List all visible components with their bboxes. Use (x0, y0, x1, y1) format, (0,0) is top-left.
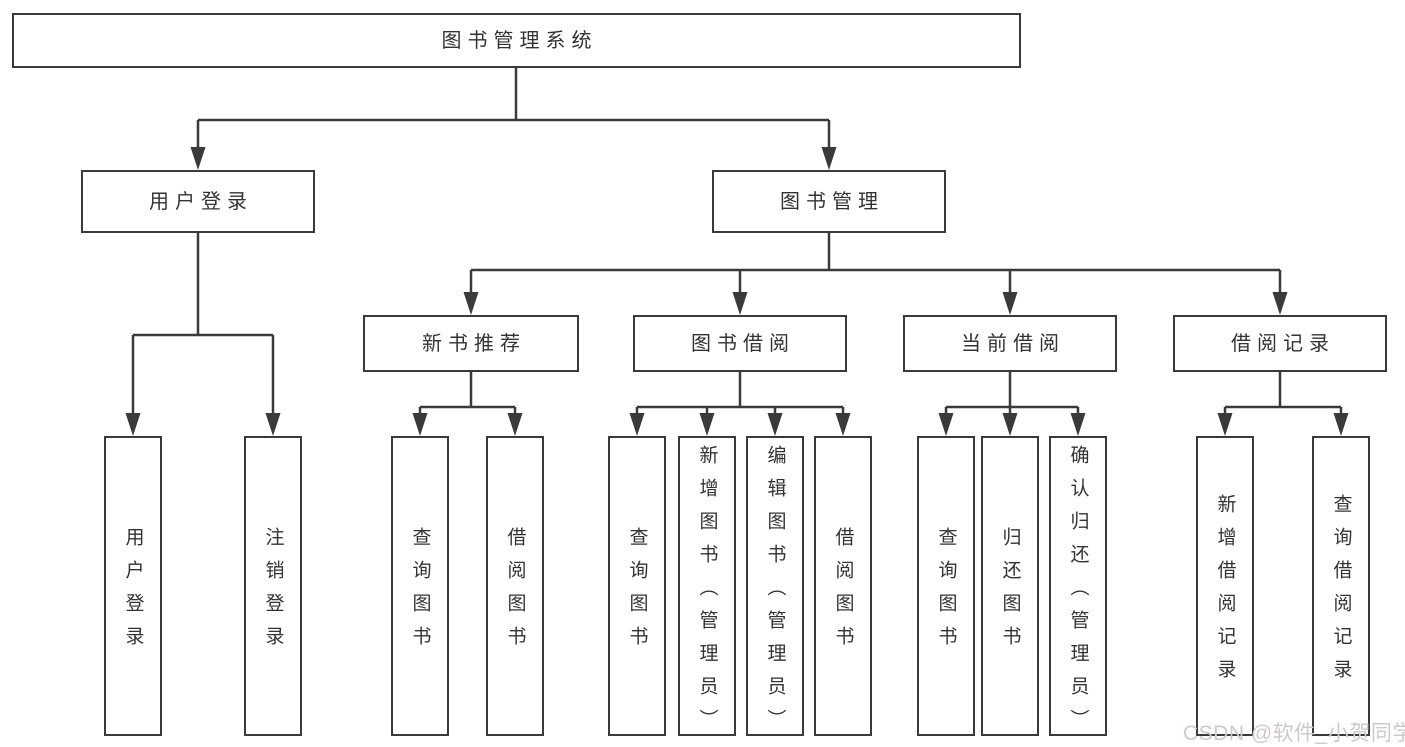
node-label: 图书管理系统 (441, 29, 598, 52)
watermark: CSDN @软件_小贺同学 (1183, 722, 1405, 745)
leaf-confirm-return-admin: 确认归还（管理员） (1049, 436, 1107, 742)
node-label: 借阅图书 (832, 527, 854, 659)
node-label: 用户登录 (122, 527, 144, 659)
leaf-add-borrow-record: 新增借阅记录 (1196, 436, 1254, 736)
leaf-query-books-borrowing: 查询图书 (608, 436, 666, 736)
node-user-login: 用户登录 (81, 170, 315, 233)
leaf-query-borrow-record: 查询借阅记录 (1312, 436, 1370, 736)
node-borrow-records: 借阅记录 (1173, 315, 1387, 372)
node-label: 注销登录 (262, 527, 284, 659)
node-label: 查询图书 (935, 527, 957, 659)
node-label: 用户登录 (149, 190, 253, 213)
node-label: 编辑图书（管理员） (764, 444, 786, 742)
node-label: 图书借阅 (691, 332, 795, 355)
leaf-return-book: 归还图书 (981, 436, 1039, 736)
node-root: 图书管理系统 (12, 13, 1021, 68)
node-label: 新书推荐 (422, 332, 526, 355)
node-label: 新增借阅记录 (1214, 494, 1236, 692)
node-label: 图书管理 (780, 190, 884, 213)
node-label: 查询图书 (626, 527, 648, 659)
node-book-borrowing: 图书借阅 (633, 315, 847, 372)
node-label: 查询图书 (409, 527, 431, 659)
node-label: 借阅图书 (504, 527, 526, 659)
arrowheads (125, 147, 1349, 436)
node-label: 归还图书 (999, 527, 1021, 659)
leaf-borrow-books: 借阅图书 (814, 436, 872, 736)
leaf-borrow-books-recommend: 借阅图书 (486, 436, 544, 736)
node-label: 借阅记录 (1231, 332, 1335, 355)
leaf-edit-book-admin: 编辑图书（管理员） (746, 436, 804, 742)
leaf-user-login: 用户登录 (104, 436, 162, 736)
leaf-query-books-recommend: 查询图书 (391, 436, 449, 736)
leaf-logout: 注销登录 (244, 436, 302, 736)
leaf-add-book-admin: 新增图书（管理员） (678, 436, 736, 742)
node-book-management: 图书管理 (712, 170, 946, 233)
leaf-query-books-current: 查询图书 (917, 436, 975, 736)
node-label: 当前借阅 (961, 332, 1065, 355)
node-current-borrowing: 当前借阅 (903, 315, 1117, 372)
node-label: 新增图书（管理员） (696, 444, 718, 742)
node-label: 确认归还（管理员） (1067, 444, 1089, 742)
node-label: 查询借阅记录 (1330, 494, 1352, 692)
node-new-book-recommend: 新书推荐 (363, 315, 579, 372)
